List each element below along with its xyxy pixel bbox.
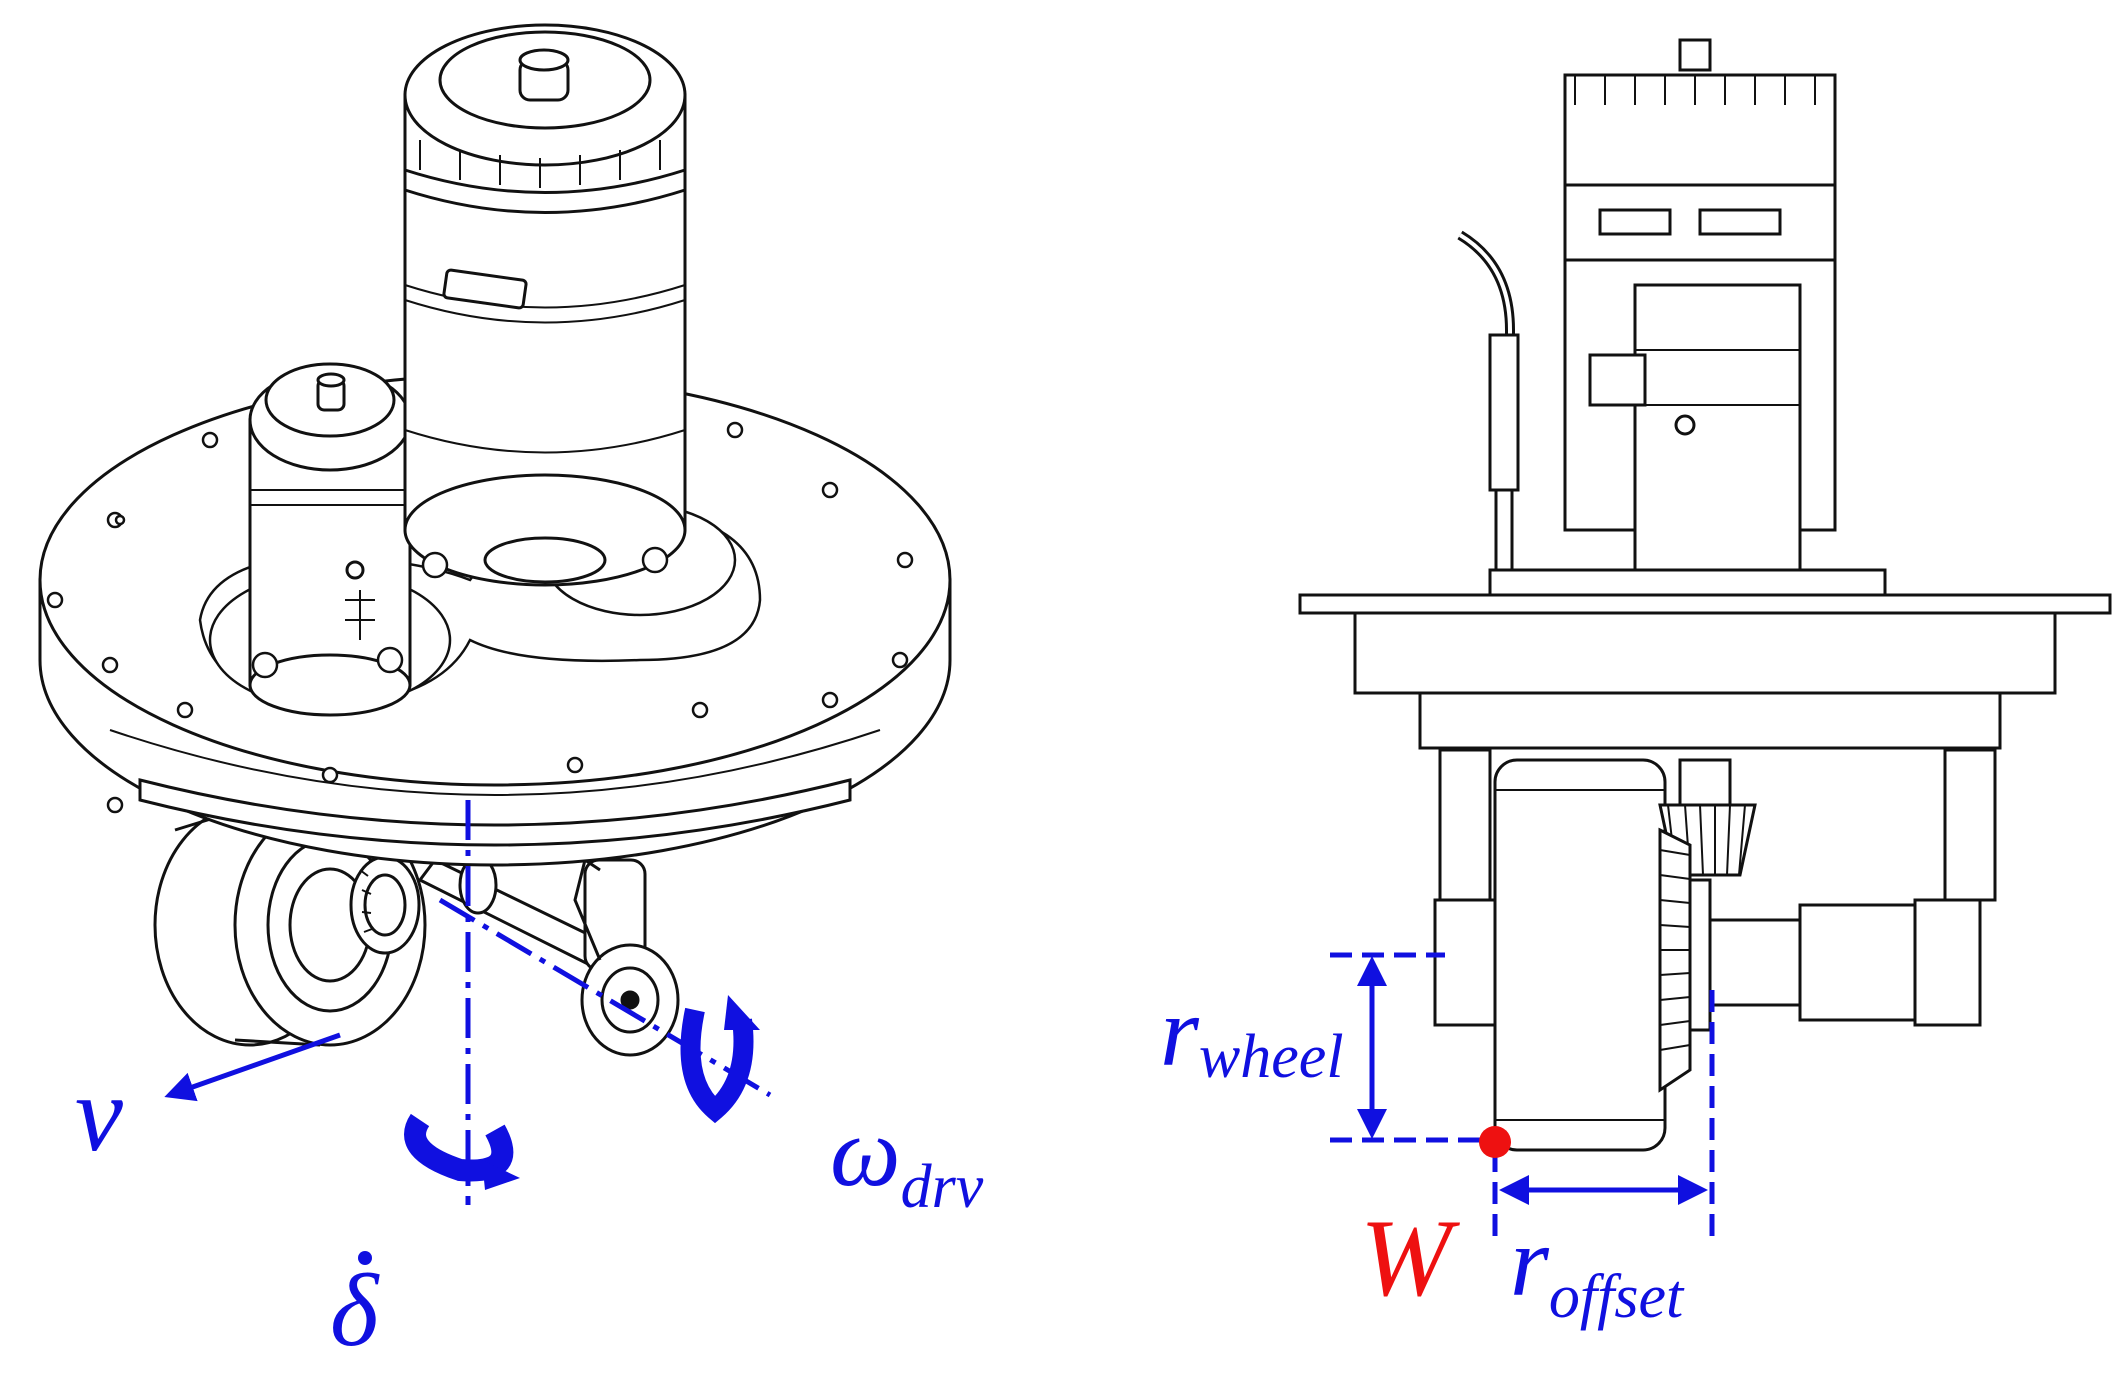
steering-rate-label: δ	[330, 1253, 380, 1368]
isometric-bevel-gear	[349, 855, 421, 955]
side-view-cable	[1457, 230, 1520, 572]
drive-rotation-icon	[680, 995, 760, 1124]
r-wheel-subscript: wheel	[1199, 1023, 1344, 1091]
velocity-arrow	[164, 1032, 341, 1102]
omega-symbol: ω	[830, 1096, 901, 1207]
dimension-lines	[1330, 952, 1715, 1245]
isometric-drive-shaft	[417, 855, 680, 1057]
steering-rotation-icon	[404, 1113, 520, 1190]
velocity-label: v	[75, 1055, 123, 1174]
side-view-gear	[1658, 758, 1757, 1093]
drive-speed-label: ωdrv	[830, 1096, 984, 1221]
delta-dot	[358, 1251, 372, 1265]
drive-axis-line	[438, 897, 772, 1098]
wheel-radius-label: rwheel	[1160, 976, 1344, 1091]
side-view-wheel	[1493, 758, 1667, 1152]
r-offset-symbol: r	[1510, 1206, 1550, 1317]
omega-subscript: drv	[901, 1153, 984, 1221]
contact-point-icon	[1479, 1126, 1511, 1158]
side-view-drawing	[1298, 38, 2112, 1152]
isometric-caster-drawing	[38, 23, 952, 1057]
large-motor	[403, 23, 687, 587]
mount-bolts	[251, 546, 669, 679]
r-offset-subscript: offset	[1549, 1263, 1685, 1331]
side-view-plate	[1298, 568, 2112, 750]
contact-point-label: W	[1360, 1197, 1460, 1319]
offset-radius-label: roffset	[1510, 1206, 1685, 1331]
side-view-motor	[1563, 38, 1837, 577]
small-motor	[248, 362, 412, 717]
r-wheel-symbol: r	[1160, 976, 1200, 1087]
plate-holes	[46, 421, 914, 814]
